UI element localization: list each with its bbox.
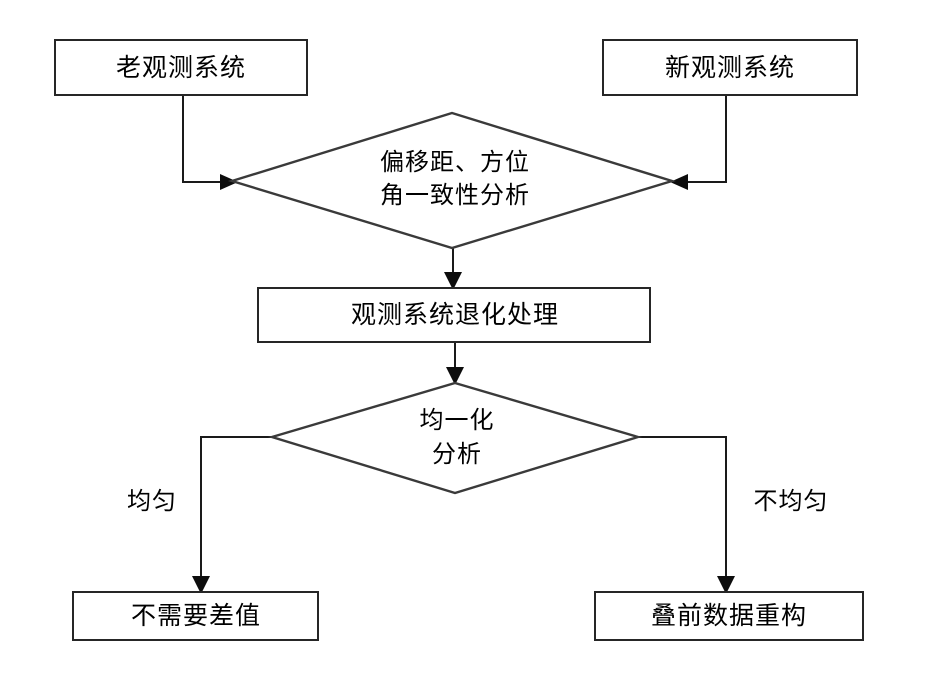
edge-line [200, 436, 272, 582]
node-degeneration-box[interactable] [257, 287, 651, 343]
arrow-head-icon [446, 367, 464, 385]
node-consistency-analysis-label-line1: 偏移距、方位 [380, 148, 530, 176]
edge-line [182, 95, 224, 183]
arrow-head-icon [220, 174, 238, 190]
arrow-head-icon [670, 174, 688, 190]
edge-homogenize-to-no-interp [192, 436, 272, 594]
edge-degeneration-to-homogenize [446, 342, 464, 385]
node-prestack-rebuild-box[interactable] [594, 591, 864, 641]
node-consistency-analysis-diamond[interactable] [227, 111, 677, 250]
arrow-head-icon [444, 272, 462, 290]
arrow-head-icon [717, 576, 735, 594]
node-new-system-box[interactable] [602, 39, 858, 96]
node-old-system-label: 老观测系统 [116, 53, 246, 82]
edge-label-uniform: 均匀 [127, 487, 177, 515]
edge-label-non-uniform: 不均匀 [754, 487, 829, 515]
edge-consistency-to-degeneration [444, 248, 462, 290]
edge-old-system-to-consistency [182, 95, 238, 190]
edge-line [638, 436, 727, 582]
node-no-interpolation-label: 不需要差值 [131, 601, 261, 630]
node-prestack-rebuild[interactable]: 叠前数据重构 [594, 591, 864, 641]
edge-line [684, 95, 727, 183]
node-old-system[interactable]: 老观测系统 [54, 39, 308, 96]
edge-new-system-to-consistency [670, 95, 727, 190]
node-old-system-box[interactable] [54, 39, 308, 96]
arrow-head-icon [192, 576, 210, 594]
node-consistency-analysis[interactable]: 偏移距、方位 角一致性分析 [227, 111, 677, 250]
node-no-interpolation[interactable]: 不需要差值 [72, 591, 319, 641]
node-new-system-label: 新观测系统 [665, 53, 795, 82]
node-degeneration[interactable]: 观测系统退化处理 [257, 287, 651, 343]
node-homogenization-analysis-label-line2: 分析 [432, 440, 482, 468]
node-new-system[interactable]: 新观测系统 [602, 39, 858, 96]
node-homogenization-analysis[interactable]: 均一化 分析 [267, 381, 643, 495]
node-degeneration-label: 观测系统退化处理 [351, 300, 559, 329]
node-homogenization-analysis-diamond[interactable] [267, 381, 643, 495]
node-consistency-analysis-label-line2: 角一致性分析 [380, 181, 530, 209]
node-prestack-rebuild-label: 叠前数据重构 [651, 601, 807, 630]
edge-homogenize-to-prestack-rebuild [638, 436, 735, 594]
node-no-interpolation-box[interactable] [72, 591, 319, 641]
node-homogenization-analysis-label-line1: 均一化 [420, 406, 495, 434]
